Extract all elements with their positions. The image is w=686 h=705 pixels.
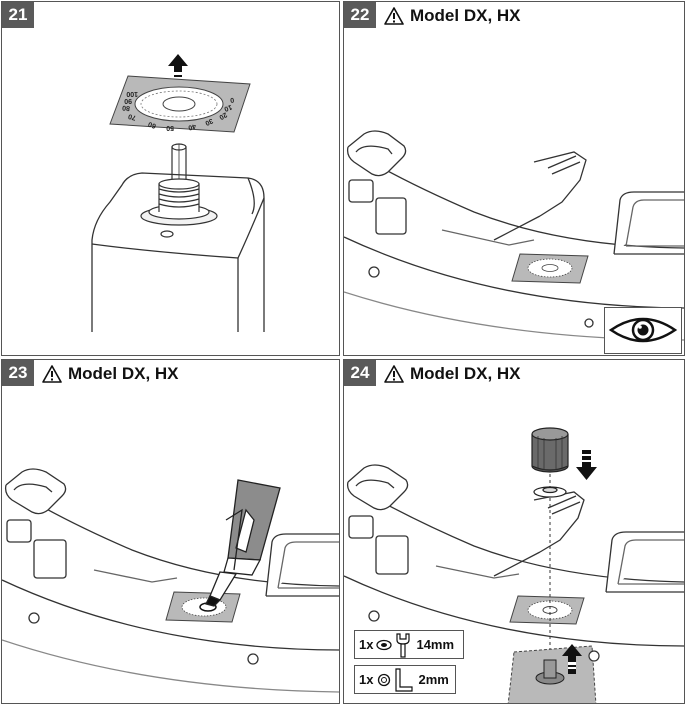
eye-icon [608,317,678,343]
device-top-view-illustration [344,130,684,341]
dial-plate [165,591,241,623]
dial-label: 40 [187,122,196,131]
step-number: 24 [344,360,376,386]
screwdriver-removal-illustration [2,468,339,693]
dial-plate [509,595,585,625]
tool-requirement-hex-key: 1x 2mm [354,665,456,694]
knob-part [531,427,569,473]
knob-reassembly-illustration [344,427,684,703]
dial-label: 90 [124,97,132,104]
warning-triangle-icon [42,365,62,383]
step-number: 22 [344,2,376,28]
dial-label: 10 [223,103,233,112]
nut-detail-inset [507,645,600,703]
arrow-up-icon [168,54,188,82]
device-housing [91,172,265,332]
step-title: Model DX, HX [42,363,179,385]
washer-icon [378,673,391,686]
step-number: 21 [2,2,34,28]
step-title-text: Model DX, HX [410,364,521,383]
tool-size-label: 14mm [416,637,455,652]
step-panel-21: 21 100 90 80 70 60 50 40 30 20 10 0 [1,1,340,356]
dial-removal-illustration: 100 90 80 70 60 50 40 30 20 10 0 [91,54,265,332]
screwdriver-tool [205,479,281,607]
tool-quantity: 1x [359,637,374,652]
dial-plate [511,253,589,284]
dial-label: 80 [122,104,130,112]
dial-label: 70 [127,112,136,121]
step-panel-23: 23 Model DX, HX [1,359,340,704]
dial-label: 50 [166,124,174,131]
wrench-icon [396,633,411,658]
dial-label: 30 [204,117,214,127]
step-title-text: Model DX, HX [410,6,521,25]
dial-label: 100 [126,90,138,97]
arrow-down-icon [576,450,597,480]
dial-label: 20 [218,111,228,121]
warning-triangle-icon [384,365,404,383]
hex-key-icon [395,668,414,692]
nut-part [533,486,567,498]
threaded-bushing [140,178,218,238]
arrow-up-icon [562,644,582,674]
warning-triangle-icon [384,7,404,25]
inspect-box [604,307,682,354]
step-panel-22: 22 Model DX, HX [343,1,685,356]
step-number: 23 [2,360,34,386]
nut-icon [376,639,393,650]
tool-requirement-wrench: 1x 14mm [354,630,464,659]
dial-label: 0 [230,96,235,103]
step-title-text: Model DX, HX [68,364,179,383]
dial-label: 60 [147,120,157,129]
tool-size-label: 2mm [418,672,449,687]
step-panel-24: 24 Model DX, HX [343,359,685,704]
step-title: Model DX, HX [384,363,521,385]
step-title: Model DX, HX [384,5,521,27]
dial-plate [109,75,251,133]
tool-quantity: 1x [359,672,374,687]
